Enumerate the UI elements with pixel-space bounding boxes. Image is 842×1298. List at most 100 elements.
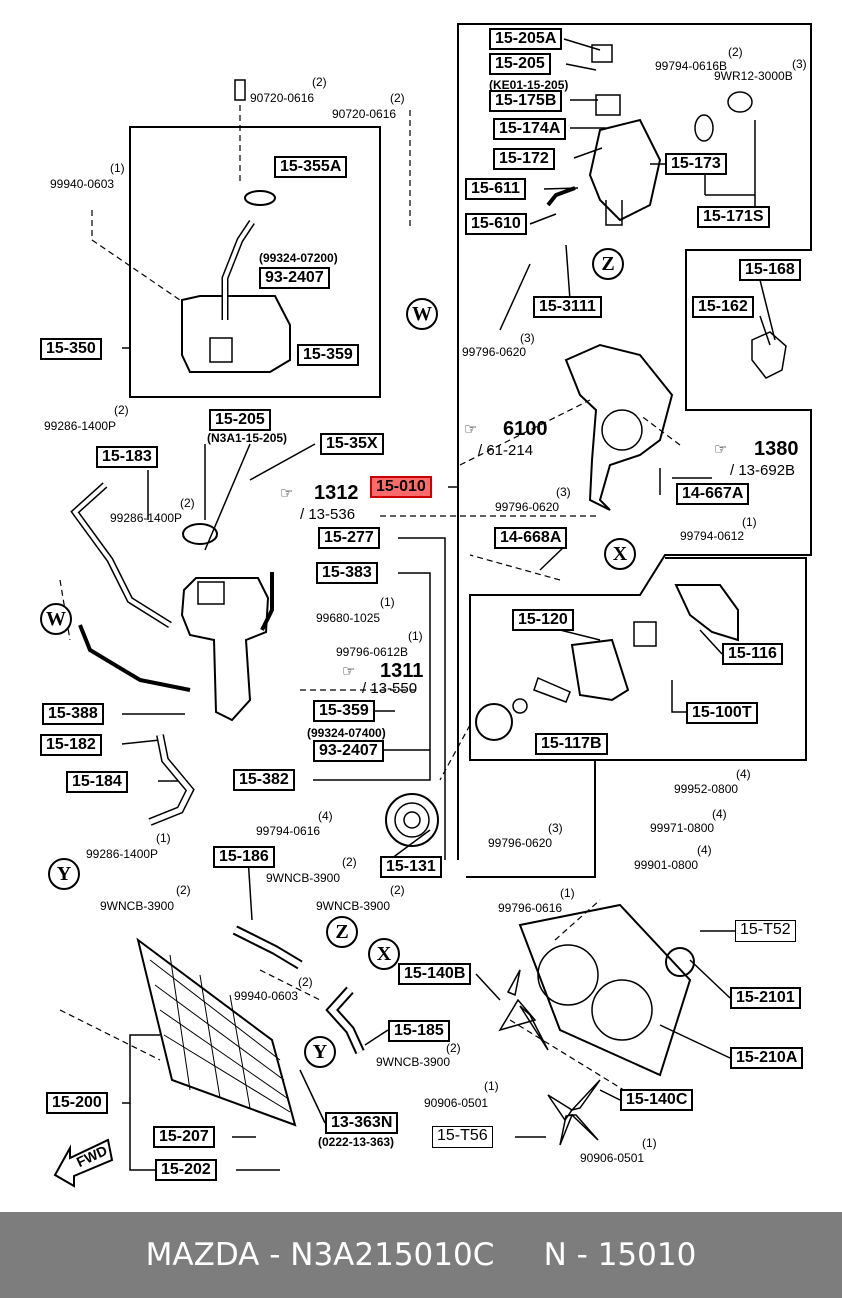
part-15-174A[interactable]: 15-174A — [493, 118, 567, 140]
hose-clamp-label: 99286-1400P — [44, 419, 117, 433]
part-15-120[interactable]: 15-120 — [512, 609, 574, 631]
marker-w-upper: W — [406, 298, 438, 330]
qty-label: (3) — [556, 485, 571, 499]
part-15-173[interactable]: 15-173 — [665, 153, 727, 175]
clamp-label: 9WNCB-3900 — [376, 1055, 451, 1069]
bolt-label: 99796-0612B — [336, 645, 409, 659]
bolt-label: 99940-0603 — [50, 177, 115, 191]
bolt-label: 90720-0616 — [250, 91, 315, 105]
marker-z-lower: Z — [326, 916, 358, 948]
ref-1311-sub: / 13-550 — [362, 680, 418, 697]
part-14-668A[interactable]: 14-668A — [494, 527, 568, 549]
part-15-383[interactable]: 15-383 — [316, 562, 378, 584]
bolt-label: 99794-0612 — [680, 529, 745, 543]
part-15-205[interactable]: 15-205 — [489, 53, 551, 75]
part-15-171S[interactable]: 15-171S — [697, 206, 770, 228]
marker-x-lower: X — [368, 938, 400, 970]
part-15-611[interactable]: 15-611 — [465, 178, 526, 200]
nut-label: 90906-0501 — [580, 1151, 645, 1165]
ref-1312[interactable]: 1312 — [314, 482, 359, 504]
pointer-hand-icon: ☞ — [342, 663, 356, 680]
part-15-359-lower[interactable]: 15-359 — [313, 700, 375, 722]
qty-label: (2) — [180, 496, 195, 510]
part-15-200[interactable]: 15-200 — [46, 1092, 108, 1114]
bolt-label: 99794-0616B — [655, 59, 728, 73]
part-13-363N[interactable]: 13-363N — [325, 1112, 399, 1134]
ref-1312-sub: / 13-536 — [300, 506, 356, 523]
part-15-140C[interactable]: 15-140C — [620, 1089, 694, 1111]
qty-label: (2) — [176, 883, 191, 897]
part-15-359-upper[interactable]: 15-359 — [297, 344, 359, 366]
part-15-172[interactable]: 15-172 — [493, 148, 555, 170]
part-15-2101[interactable]: 15-2101 — [730, 987, 801, 1009]
bolt-label: 99796-0616 — [498, 901, 563, 915]
part-15-210A[interactable]: 15-210A — [730, 1047, 804, 1069]
qty-label: (3) — [520, 331, 535, 345]
part-15-610[interactable]: 15-610 — [465, 213, 527, 235]
qty-label: (2) — [390, 883, 405, 897]
qty-label: (2) — [446, 1041, 461, 1055]
part-15-162[interactable]: 15-162 — [692, 296, 754, 318]
bolt-label: 9WR12-3000B — [714, 69, 793, 83]
qty-label: (2) — [114, 403, 129, 417]
part-93-2407-lower[interactable]: 93-2407 — [313, 740, 384, 762]
part-15-117B[interactable]: 15-117B — [535, 733, 608, 755]
part-15-202[interactable]: 15-202 — [155, 1159, 217, 1181]
part-15-175B[interactable]: 15-175B — [489, 90, 563, 112]
qty-label: (1) — [110, 161, 125, 175]
qty-label: (1) — [380, 595, 395, 609]
marker-w-lower: W — [40, 603, 72, 635]
part-15-168[interactable]: 15-168 — [739, 259, 801, 281]
part-15-T52[interactable]: 15-T52 — [735, 920, 796, 942]
ref-1380[interactable]: 1380 — [754, 438, 799, 460]
qty-label: (4) — [697, 843, 712, 857]
marker-x-upper: X — [604, 538, 636, 570]
hose-clamp-label: 99286-1400P — [110, 511, 183, 525]
part-14-667A[interactable]: 14-667A — [676, 483, 750, 505]
part-15-100T[interactable]: 15-100T — [686, 702, 758, 724]
qty-label: (1) — [742, 515, 757, 529]
bolt-label: 99794-0616 — [256, 824, 321, 838]
part-93-2407-upper[interactable]: 93-2407 — [259, 267, 330, 289]
part-15-382[interactable]: 15-382 — [233, 769, 295, 791]
bolt-label: 99940-0603 — [234, 989, 299, 1003]
note-ke01: (KE01-15-205) — [489, 78, 569, 92]
part-15-205A[interactable]: 15-205A — [489, 28, 563, 50]
part-15-185[interactable]: 15-185 — [388, 1020, 450, 1042]
part-15-350[interactable]: 15-350 — [40, 338, 102, 360]
part-15-131[interactable]: 15-131 — [380, 856, 442, 878]
qty-label: (4) — [318, 809, 333, 823]
qty-label: (1) — [560, 886, 575, 900]
clip-label: 99680-1025 — [316, 611, 381, 625]
part-15-186[interactable]: 15-186 — [213, 846, 275, 868]
part-15-205-lower[interactable]: 15-205 — [209, 409, 271, 431]
part-15-3111[interactable]: 15-3111 — [533, 296, 602, 318]
ref-6100[interactable]: 6100 — [503, 418, 548, 440]
clamp-label: 9WNCB-3900 — [266, 871, 341, 885]
part-15-140B[interactable]: 15-140B — [398, 963, 472, 985]
part-15-388[interactable]: 15-388 — [42, 703, 104, 725]
marker-y-left: Y — [48, 858, 80, 890]
note-n3a1: (N3A1-15-205) — [207, 431, 288, 445]
part-15-183[interactable]: 15-183 — [96, 446, 158, 468]
note-0222-13-363: (0222-13-363) — [318, 1135, 395, 1149]
part-15-T56[interactable]: 15-T56 — [432, 1126, 493, 1148]
qty-label: (2) — [390, 91, 405, 105]
nut-label: 99901-0800 — [634, 858, 699, 872]
ref-1311[interactable]: 1311 — [380, 660, 424, 682]
part-15-184[interactable]: 15-184 — [66, 771, 128, 793]
part-15-355A[interactable]: 15-355A — [274, 156, 348, 178]
clamp-label: 9WNCB-3900 — [100, 899, 175, 913]
part-15-207[interactable]: 15-207 — [153, 1126, 215, 1148]
part-15-116[interactable]: 15-116 — [722, 643, 783, 665]
part-15-277[interactable]: 15-277 — [318, 527, 380, 549]
part-15-35X[interactable]: 15-35X — [320, 433, 384, 455]
parts-diagram: 15-205A 15-205 (KE01-15-205) 15-175B 15-… — [40, 23, 812, 1188]
ref-6100-sub: / 61-214 — [478, 442, 534, 459]
part-15-182[interactable]: 15-182 — [40, 734, 102, 756]
qty-label: (1) — [408, 629, 423, 643]
washer-label: 99952-0800 — [674, 782, 739, 796]
part-15-010-highlighted[interactable]: 15-010 — [370, 476, 432, 498]
qty-label: (1) — [642, 1136, 657, 1150]
qty-label: (2) — [298, 975, 313, 989]
